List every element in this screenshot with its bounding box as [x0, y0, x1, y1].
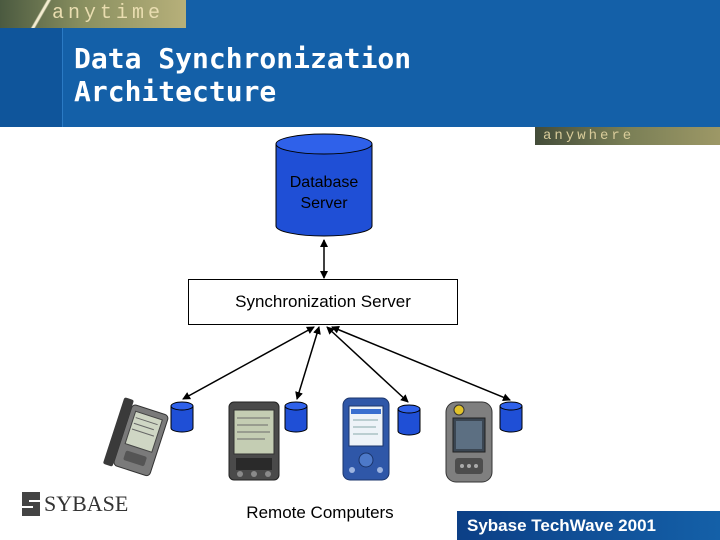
handheld-device-1-icon	[103, 397, 169, 477]
client-db-1	[170, 401, 194, 433]
palm-pda-icon	[228, 401, 280, 481]
pocket-pc-icon	[342, 397, 390, 481]
title-line-1: Data Synchronization	[74, 42, 412, 75]
fanout-arrows	[182, 325, 511, 403]
arrow-to-client-2	[295, 326, 321, 400]
anytime-banner: anytime	[0, 0, 186, 28]
rugged-handheld-icon	[445, 401, 493, 483]
slide-title: Data Synchronization Architecture	[74, 42, 411, 108]
anytime-text: anytime	[52, 2, 165, 25]
title-line-2: Architecture	[74, 75, 277, 108]
database-label-line-2: Server	[300, 195, 348, 212]
arrow-to-client-1	[182, 326, 315, 400]
synchronization-server-box: Synchronization Server	[188, 279, 458, 325]
arrow-to-client-3	[326, 326, 409, 403]
remote-computers-label: Remote Computers	[246, 503, 394, 522]
slash-decoration	[24, 0, 58, 28]
client-db-2	[284, 401, 308, 433]
database-cylinder	[275, 133, 373, 237]
sybase-logo: SYBASE	[20, 488, 128, 520]
database-label-line-1: Database	[289, 174, 359, 191]
client-db-icons	[170, 401, 523, 436]
client-db-4	[499, 401, 523, 433]
client-db-3	[397, 404, 421, 436]
sybase-logo-text: SYBASE	[44, 491, 129, 516]
arrow-to-client-4	[331, 325, 511, 402]
sybase-mark-icon	[22, 492, 40, 516]
database-server-label: Database Server	[274, 172, 374, 214]
anywhere-banner: anywhere	[535, 127, 720, 145]
techwave-banner: Sybase TechWave 2001	[457, 511, 720, 540]
synchronization-server-label: Synchronization Server	[235, 292, 411, 311]
